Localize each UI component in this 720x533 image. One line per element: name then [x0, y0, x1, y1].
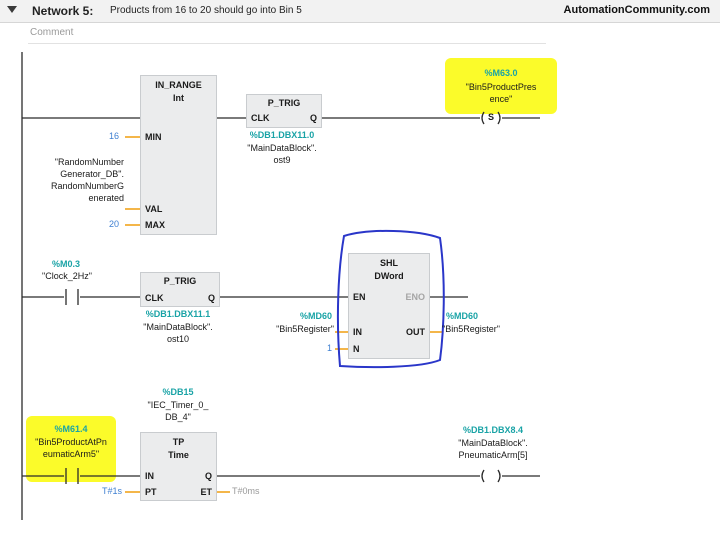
- shl-in-address[interactable]: %MD60: [299, 311, 332, 321]
- annotation-circle: [336, 229, 445, 369]
- tp-type: Time: [168, 450, 189, 460]
- p-trig-address-2[interactable]: %DB1.DBX11.1: [145, 309, 211, 319]
- set-coil-address[interactable]: %M63.0: [484, 68, 518, 78]
- tp-title: TP: [172, 437, 185, 447]
- network-label: Network 5:: [32, 4, 94, 18]
- network-description[interactable]: Products from 16 to 20 should go into Bi…: [110, 5, 302, 16]
- contact-clock-2hz[interactable]: [62, 287, 82, 307]
- pin-out-shl: OUT: [406, 327, 425, 337]
- site-watermark: AutomationCommunity.com: [563, 4, 710, 16]
- in-range-title: IN_RANGE: [155, 80, 202, 90]
- set-coil-operand-line-2[interactable]: ence": [489, 94, 513, 104]
- shl-title: SHL: [380, 258, 398, 268]
- set-coil-operand-line-1[interactable]: "Bin5ProductPres: [465, 82, 537, 92]
- pin-pt-tp: PT: [145, 487, 157, 497]
- pin-q-tp: Q: [204, 471, 212, 481]
- in-range-type: Int: [173, 93, 184, 103]
- tp-timer-block[interactable]: TP Time IN Q PT ET: [140, 432, 217, 501]
- coil-pneumatic-arm[interactable]: [478, 466, 504, 486]
- shl-block[interactable]: SHL DWord EN ENO IN OUT N: [348, 253, 430, 359]
- timer-instance-line-1[interactable]: "IEC_Timer_0_: [147, 400, 209, 410]
- p-trig-operand-2-line-1[interactable]: "MainDataBlock".: [143, 322, 213, 332]
- val-operand-line-4[interactable]: enerated: [88, 193, 124, 203]
- pin-en: EN: [353, 292, 366, 302]
- pin-q-1: Q: [309, 113, 317, 123]
- in-range-block[interactable]: IN_RANGE Int MIN VAL MAX: [140, 75, 217, 235]
- contact-address-m03[interactable]: %M0.3: [52, 259, 81, 269]
- pin-in-shl: IN: [353, 327, 362, 337]
- p-trig-block-2[interactable]: P_TRIG CLK Q: [140, 272, 220, 307]
- p-trig-title-2: P_TRIG: [163, 276, 197, 286]
- pin-q-2: Q: [207, 293, 215, 303]
- max-value[interactable]: 20: [109, 219, 120, 229]
- shl-type: DWord: [374, 271, 404, 281]
- tp-pt-value[interactable]: T#1s: [101, 486, 122, 496]
- coil-address-pneumatic-arm[interactable]: %DB1.DBX8.4: [462, 425, 524, 435]
- set-coil-symbol[interactable]: S: [488, 112, 495, 122]
- comment-divider: [28, 43, 546, 44]
- pin-clk-1: CLK: [251, 113, 270, 123]
- coil-operand-line-1[interactable]: "MainDataBlock".: [458, 438, 528, 448]
- pin-min: MIN: [145, 132, 162, 142]
- p-trig-block-1[interactable]: P_TRIG CLK Q: [246, 94, 322, 128]
- contact-address-m61[interactable]: %M61.4: [54, 424, 88, 434]
- p-trig-address-1[interactable]: %DB1.DBX11.0: [249, 130, 315, 140]
- p-trig-title-1: P_TRIG: [267, 98, 301, 108]
- contact-operand-clock[interactable]: "Clock_2Hz": [42, 271, 92, 281]
- pin-in-tp: IN: [145, 471, 154, 481]
- pin-max: MAX: [145, 220, 165, 230]
- timer-instance-address[interactable]: %DB15: [162, 387, 194, 397]
- val-operand-line-2[interactable]: Generator_DB".: [60, 169, 124, 179]
- p-trig-operand-2-line-2[interactable]: ost10: [166, 334, 190, 344]
- pin-val: VAL: [145, 204, 163, 214]
- pin-et-tp: ET: [200, 487, 212, 497]
- min-value[interactable]: 16: [109, 131, 120, 141]
- coil-operand-line-2[interactable]: PneumaticArm[5]: [458, 450, 528, 460]
- network-comment[interactable]: Comment: [30, 27, 74, 38]
- val-operand-line-3[interactable]: RandomNumberG: [50, 181, 124, 191]
- tp-et-value[interactable]: T#0ms: [232, 486, 260, 496]
- network-header: Network 5: Products from 16 to 20 should…: [0, 0, 720, 23]
- p-trig-operand-1-line-2[interactable]: ost9: [273, 155, 291, 165]
- highlight-m61: [26, 416, 116, 482]
- pin-n-shl: N: [353, 344, 360, 354]
- pin-eno: ENO: [405, 292, 425, 302]
- shl-out-operand[interactable]: "Bin5Register": [442, 324, 500, 334]
- p-trig-operand-1-line-1[interactable]: "MainDataBlock".: [247, 143, 317, 153]
- val-operand-line-1[interactable]: "RandomNumber: [54, 157, 124, 167]
- contact-operand-m61-line-2[interactable]: eumaticArm5": [42, 449, 100, 459]
- shl-in-operand[interactable]: "Bin5Register": [276, 324, 334, 334]
- contact-bin5-product-at-arm[interactable]: [62, 466, 82, 486]
- shl-out-address[interactable]: %MD60: [446, 311, 479, 321]
- contact-operand-m61-line-1[interactable]: "Bin5ProductAtPn: [35, 437, 107, 447]
- highlight-m63: [445, 58, 557, 114]
- timer-instance-line-2[interactable]: DB_4": [165, 412, 191, 422]
- shl-n-value[interactable]: 1: [327, 343, 333, 353]
- collapse-triangle-icon[interactable]: [7, 6, 17, 13]
- pin-clk-2: CLK: [145, 293, 164, 303]
